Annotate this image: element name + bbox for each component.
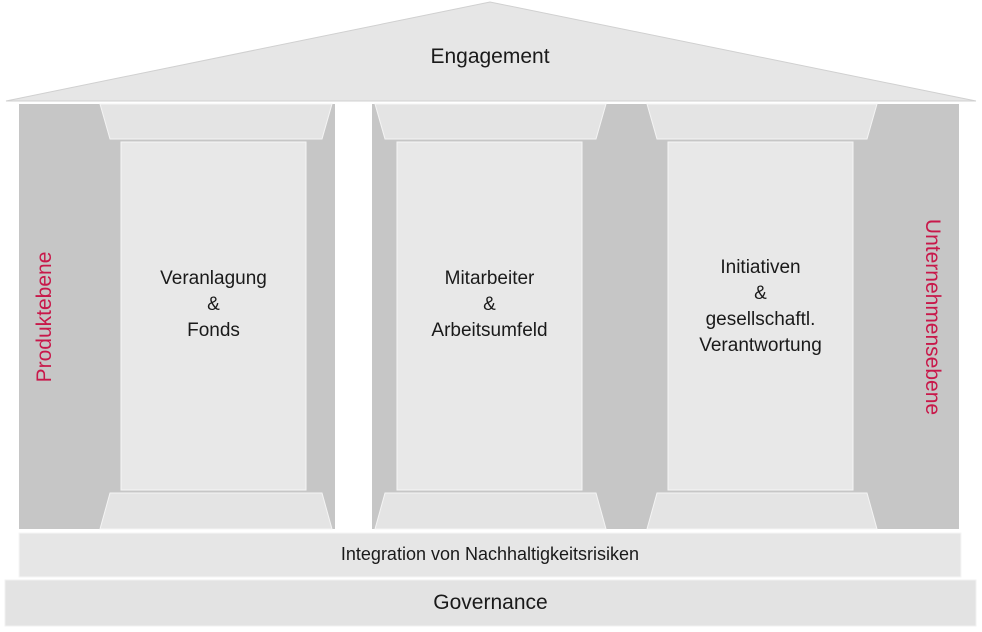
pillar-shaft-2 <box>396 141 583 491</box>
pillar-shaft-3 <box>667 141 854 491</box>
pillar-label-3: Initiativen & gesellschaftl. Verantwortu… <box>668 255 853 359</box>
pillar-2-line-3: Arbeitsumfeld <box>431 320 548 341</box>
pillar-1-line-2: & <box>207 294 220 315</box>
side-label-right: Unternehmensebene <box>921 218 944 416</box>
roof-label: Engagement <box>430 45 550 68</box>
pillar-1-line-3: Fonds <box>187 320 240 341</box>
pillar-3-line-1: Initiativen <box>720 257 801 278</box>
pillar-2-line-2: & <box>483 294 496 315</box>
foundation-upper-label: Integration von Nachhaltigkeitsrisiken <box>340 544 640 564</box>
pillar-3-line-2: & <box>754 283 767 304</box>
pillar-label-1: Veranlagung & Fonds <box>121 266 306 344</box>
roof-shape <box>5 1 977 102</box>
pillar-label-2: Mitarbeiter & Arbeitsumfeld <box>397 266 582 344</box>
pillar-capital-1 <box>99 103 333 140</box>
pillar-3-line-3: gesellschaftl. <box>705 309 816 330</box>
pillar-capital-2 <box>374 103 607 140</box>
pillar-base-2 <box>374 492 607 530</box>
pillar-shaft-1 <box>120 141 307 491</box>
foundation-lower-bar <box>4 579 977 627</box>
foundation-lower: Governance <box>5 580 976 626</box>
pillar-1-line-1: Veranlagung <box>160 268 267 289</box>
pillar-base-3 <box>646 492 878 530</box>
pillar-3-line-4: Verantwortung <box>699 335 822 356</box>
pillar-capital-3 <box>646 103 878 140</box>
side-label-left: Produktebene <box>33 251 56 383</box>
pillar-2-line-1: Mitarbeiter <box>444 268 535 289</box>
pillar-base-1 <box>99 492 333 530</box>
foundation-upper-bar <box>18 532 962 578</box>
foundation-lower-label: Governance <box>433 591 548 614</box>
foundation-upper: Integration von Nachhaltigkeitsrisiken <box>19 533 961 577</box>
